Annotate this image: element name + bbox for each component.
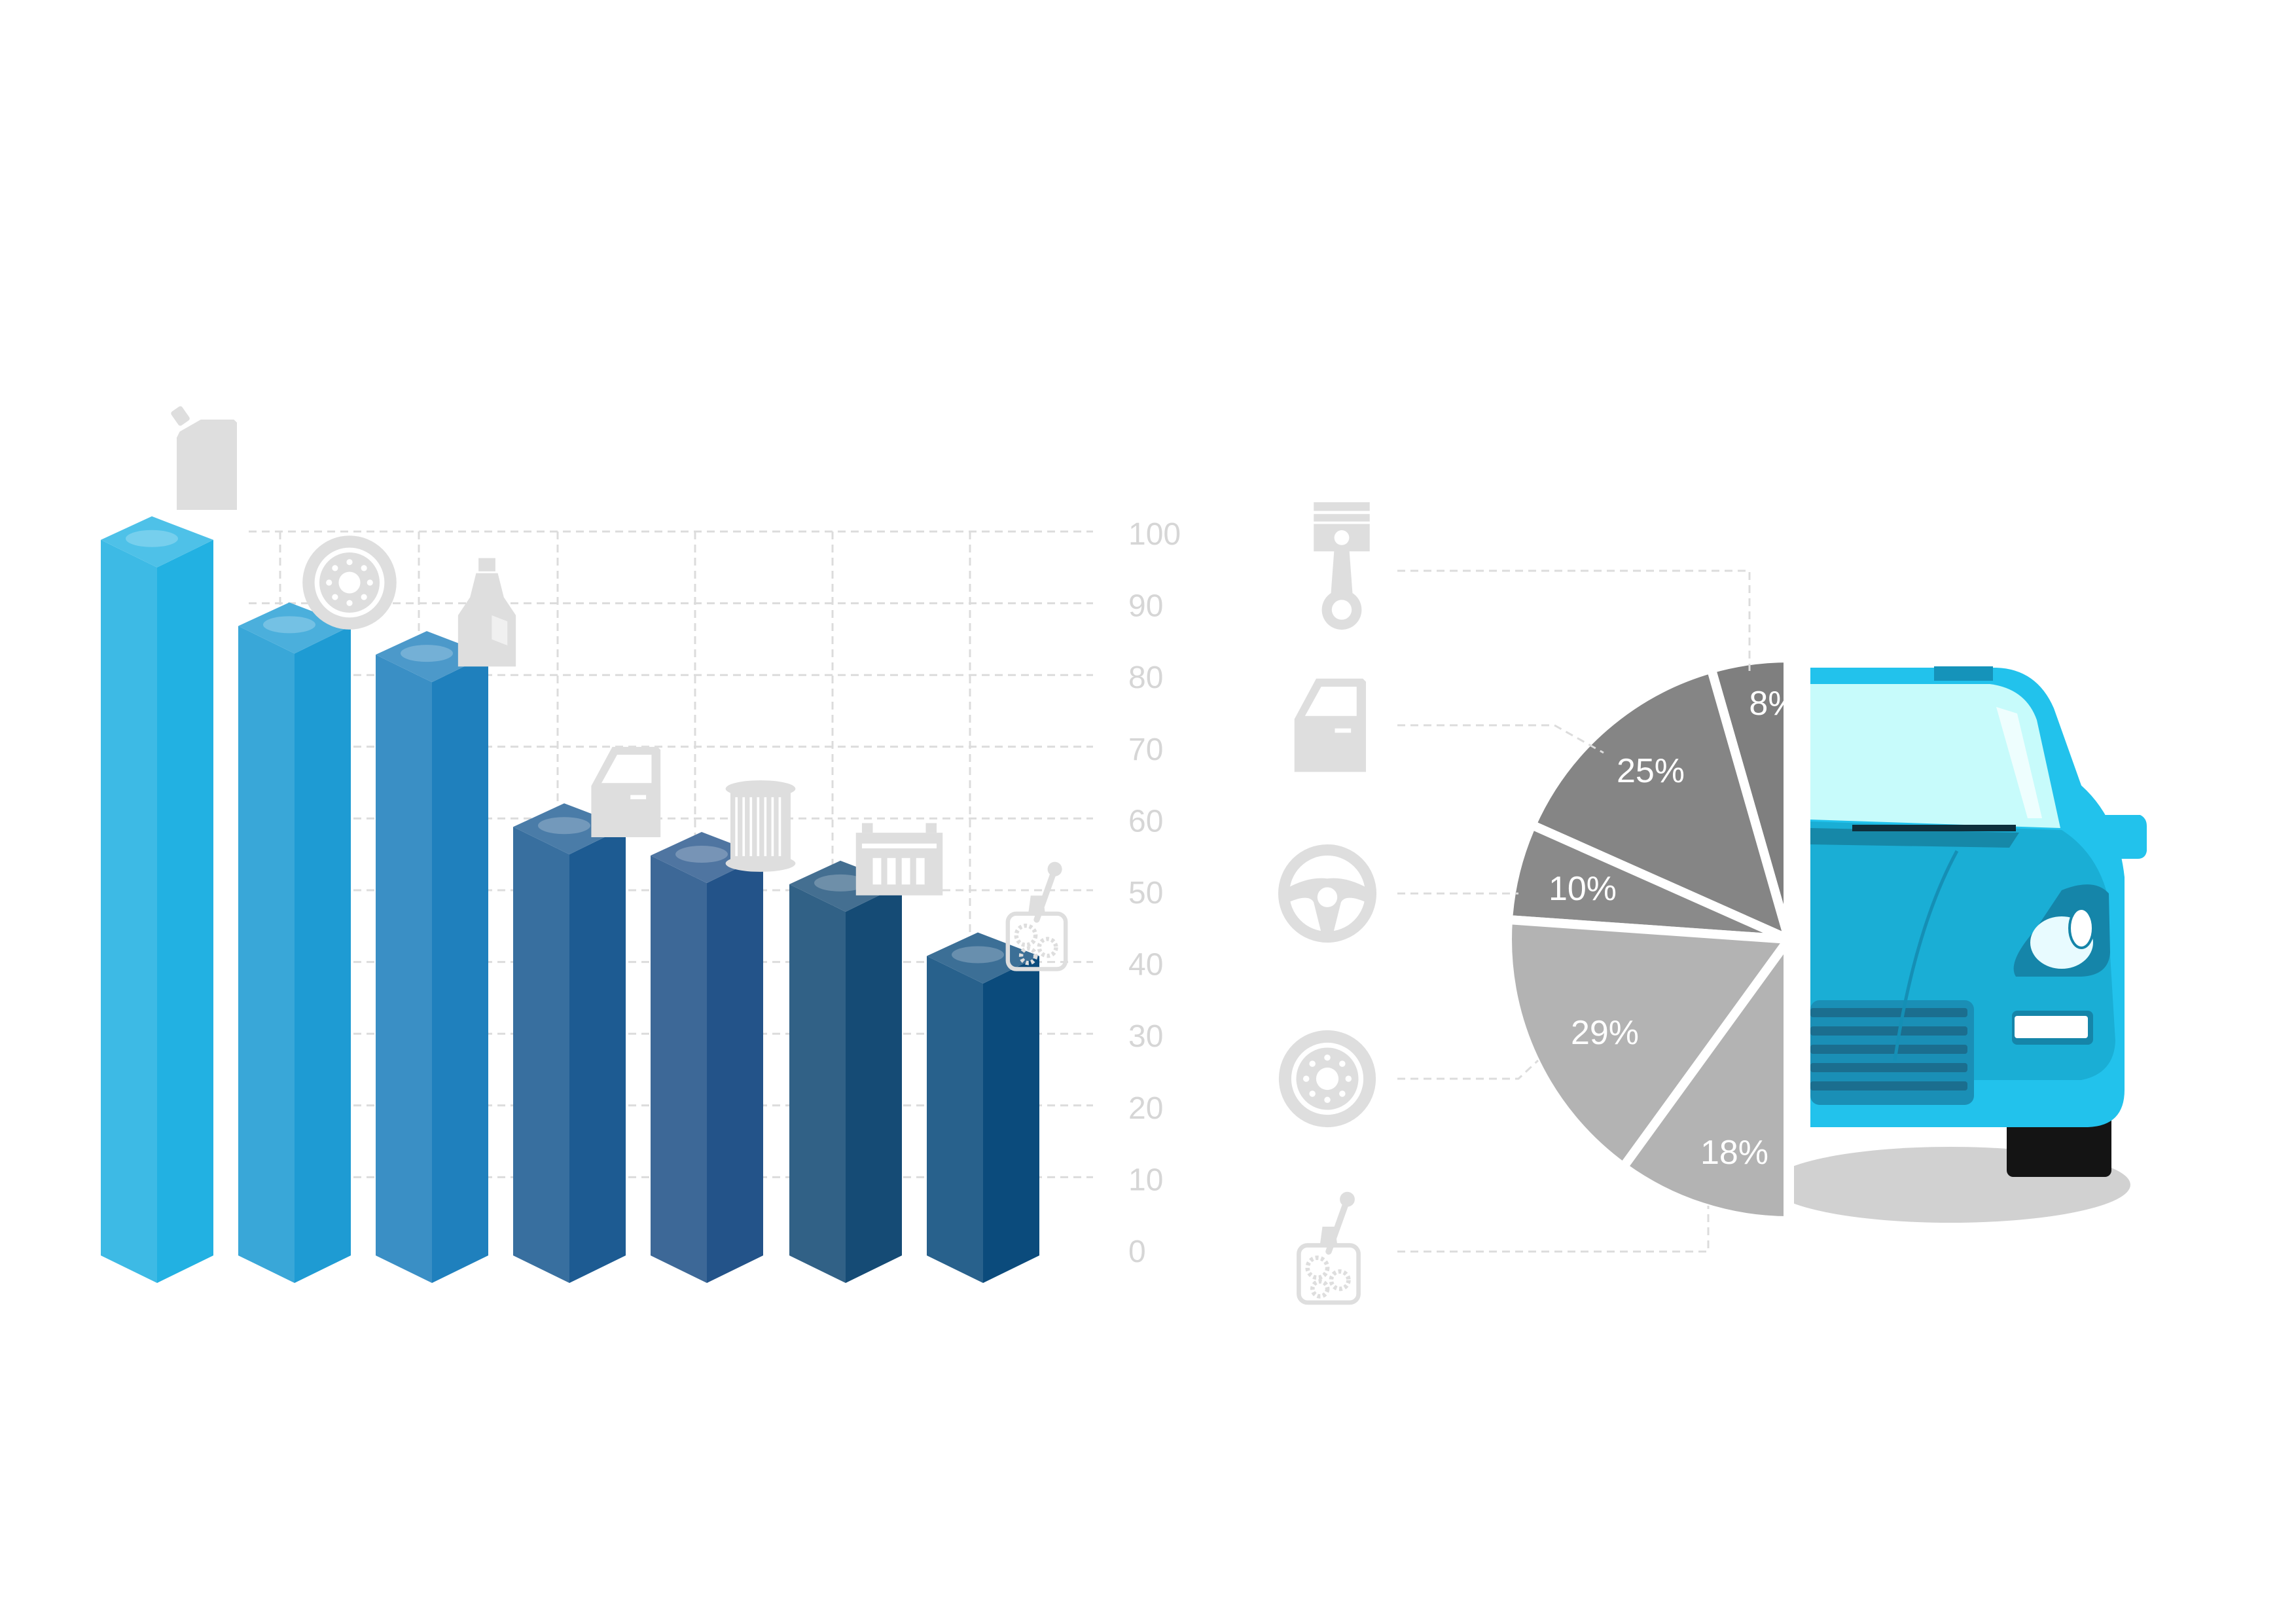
pie-slice [1527, 664, 1793, 944]
bar [927, 932, 1039, 1283]
car-grille [1810, 1000, 1974, 1105]
car-mirror [2087, 815, 2147, 859]
grille-slat [1810, 1063, 1967, 1072]
y-tick-label: 50 [1128, 876, 1163, 911]
pie-label: 25% [1617, 752, 1685, 790]
grille-slat [1810, 1081, 1967, 1091]
bar-side-face [101, 539, 157, 1283]
bar [513, 803, 626, 1283]
bar-side-face [376, 655, 432, 1283]
pie-label: 18% [1700, 1134, 1768, 1172]
battery-icon [855, 823, 943, 895]
bar [651, 832, 763, 1283]
wheel-icon [302, 535, 397, 630]
bar-top-highlight [401, 645, 453, 662]
windshield-glare [1996, 707, 2042, 818]
bar [376, 631, 488, 1283]
leader-line [1397, 1206, 1710, 1253]
pie-slice [1503, 915, 1793, 1172]
oil-bottle-icon [457, 558, 516, 667]
y-tick-label: 30 [1128, 1019, 1163, 1054]
car-roof-antenna [1934, 666, 1993, 681]
bar-top-highlight [675, 846, 728, 863]
bar-top-highlight [814, 874, 867, 892]
bar-front-face [983, 956, 1039, 1283]
car-wiper [1852, 825, 2016, 831]
air-filter-icon [725, 780, 796, 872]
gear-shift-icon [1005, 861, 1068, 971]
bar-top-highlight [952, 946, 1004, 964]
bar-front-face [707, 856, 763, 1283]
bar-side-face [927, 956, 983, 1283]
y-tick-label: 60 [1128, 804, 1163, 839]
y-tick-label: 40 [1128, 948, 1163, 983]
y-tick-label: 80 [1128, 660, 1163, 695]
hood-crease [1893, 850, 1959, 1061]
car-windshield [1810, 684, 2060, 828]
car-headlight-inner [2068, 907, 2094, 949]
grille-slat [1810, 1026, 1967, 1036]
bar-top-highlight [538, 817, 590, 835]
bar-front-face [432, 655, 488, 1283]
pie-slices: 8%25%10%29%18% [1503, 645, 1799, 1234]
car-door-icon [591, 747, 661, 837]
leader-line [1397, 724, 1604, 754]
pie-leaders [1278, 502, 1751, 1305]
fuel-canister-icon [171, 406, 237, 510]
gear-shift-icon [1297, 1191, 1361, 1305]
bar-side-face [651, 856, 707, 1283]
bar [101, 516, 213, 1283]
pie-slice [1619, 935, 1793, 1225]
bar-front-face [157, 539, 213, 1283]
steering-wheel-icon [1278, 844, 1377, 943]
car-illustration [1770, 666, 2147, 1223]
bar-front-face [569, 827, 626, 1283]
bar-front-face [846, 884, 902, 1283]
y-tick-label: 90 [1128, 589, 1163, 624]
bar-side-face [238, 626, 295, 1283]
car-fog-light [2015, 1016, 2088, 1038]
y-tick-label: 20 [1128, 1091, 1163, 1126]
car-door-icon [1294, 678, 1366, 772]
pie-label: 10% [1549, 870, 1617, 908]
pie-label: 29% [1571, 1014, 1639, 1052]
bar [238, 602, 351, 1283]
piston-icon [1314, 502, 1370, 630]
bar-side-face [789, 884, 846, 1283]
grille-slat [1810, 1045, 1967, 1054]
y-axis: 0 10 20 30 40 50 60 70 80 90 100 [1128, 517, 1181, 1269]
bar [789, 860, 902, 1283]
bar-top-highlight [263, 616, 315, 634]
leader-line [1397, 569, 1751, 671]
bar-side-face [513, 827, 569, 1283]
bar-front-face [295, 626, 351, 1283]
grille-slat [1810, 1008, 1967, 1017]
y-tick-label: 10 [1128, 1163, 1163, 1197]
leader-line [1397, 1059, 1539, 1080]
car-wiper-line [1810, 828, 2019, 848]
y-tick-label: 70 [1128, 732, 1163, 767]
y-tick-label: 0 [1128, 1235, 1146, 1269]
y-tick-label: 100 [1128, 517, 1181, 552]
bar-top-highlight [126, 530, 178, 547]
bars [101, 406, 1068, 1283]
wheel-icon [1278, 1030, 1376, 1128]
